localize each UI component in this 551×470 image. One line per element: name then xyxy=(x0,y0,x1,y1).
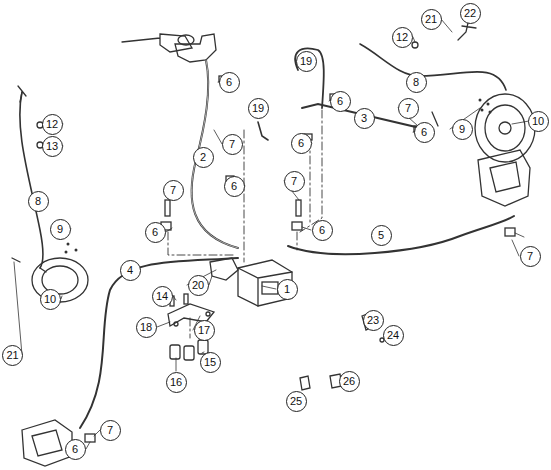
callout-number: 23 xyxy=(363,310,384,331)
callout-number: 6 xyxy=(414,122,435,143)
callout-number: 18 xyxy=(136,317,157,338)
callout-number: 13 xyxy=(42,136,63,157)
callout-number: 7 xyxy=(163,180,184,201)
callout-number: 21 xyxy=(421,9,442,30)
callout-number: 6 xyxy=(224,176,245,197)
callout-number: 8 xyxy=(406,72,427,93)
callout-number: 19 xyxy=(248,98,269,119)
callout-number: 10 xyxy=(528,111,549,132)
callout-number: 7 xyxy=(398,98,419,119)
callout-number: 19 xyxy=(296,51,317,72)
callout-number: 6 xyxy=(291,133,312,154)
callout-number: 14 xyxy=(152,286,173,307)
callout-number: 20 xyxy=(188,275,209,296)
callout-number: 2 xyxy=(193,147,214,168)
callout-number: 17 xyxy=(194,320,215,341)
callout-number: 9 xyxy=(50,219,71,240)
callout-number: 16 xyxy=(166,372,187,393)
callout-number: 15 xyxy=(200,352,221,373)
callout-number: 9 xyxy=(452,119,473,140)
callout-number: 6 xyxy=(312,220,333,241)
callout-number: 6 xyxy=(330,91,351,112)
callout-number: 7 xyxy=(284,171,305,192)
callout-number: 4 xyxy=(120,260,141,281)
callout-number: 1 xyxy=(277,279,298,300)
callout-number: 5 xyxy=(371,225,392,246)
callout-number: 7 xyxy=(100,420,121,441)
callout-number: 6 xyxy=(145,222,166,243)
callout-number: 26 xyxy=(339,371,360,392)
callout-number: 21 xyxy=(2,345,23,366)
callout-number: 25 xyxy=(286,391,307,412)
callout-number: 6 xyxy=(65,439,86,460)
callout-number: 7 xyxy=(222,134,243,155)
callout-number: 12 xyxy=(392,27,413,48)
callout-number: 7 xyxy=(520,246,541,267)
callout-number: 10 xyxy=(40,289,61,310)
callout-number: 8 xyxy=(28,191,49,212)
callout-number: 24 xyxy=(383,325,404,346)
callout-number: 6 xyxy=(219,72,240,93)
callout-number: 12 xyxy=(42,114,63,135)
callout-number: 3 xyxy=(354,108,375,129)
callout-number: 22 xyxy=(460,3,481,24)
